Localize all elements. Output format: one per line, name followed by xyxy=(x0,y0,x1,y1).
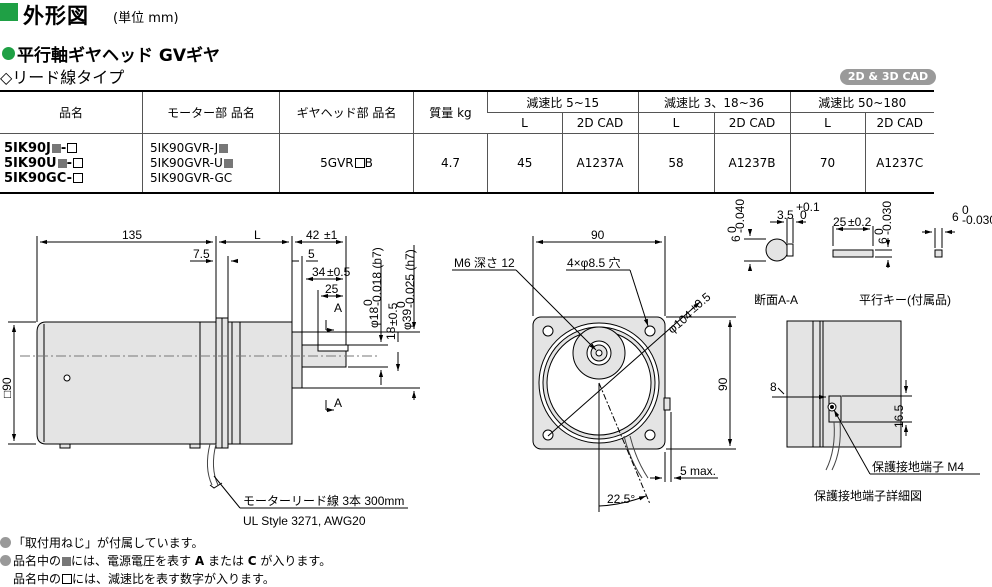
dim-3-5: 3.5 xyxy=(777,208,794,222)
dim-key-25: 25 xyxy=(833,215,847,229)
th-gear: ギヤヘッド部 品名 xyxy=(279,90,414,134)
dim-90-right: 90 xyxy=(716,377,730,391)
table-subheader-row: L 2D CAD L 2D CAD L 2D CAD xyxy=(0,112,934,134)
dim-135: 135 xyxy=(122,228,142,242)
gearhead xyxy=(227,321,293,445)
svg-text:±0.5: ±0.5 xyxy=(327,265,351,279)
svg-text:0: 0 xyxy=(872,228,886,235)
holes-label: 4×φ8.5 穴 xyxy=(567,255,620,270)
table-row: 5IK90J- 5IK90U- 5IK90GC- 5IK90GVR-J 5IK9… xyxy=(0,133,934,194)
svg-text:0: 0 xyxy=(394,301,408,308)
dim-term-16-5: 16.5 xyxy=(892,404,906,428)
th-cad2: 2D CAD xyxy=(713,112,790,134)
spec-table: 品名 モーター部 品名 ギヤヘッド部 品名 質量 kg 減速比 5~15 減速比… xyxy=(0,90,934,194)
dim-90-top: 90 xyxy=(591,228,605,242)
th-motor: モーター部 品名 xyxy=(142,90,280,134)
dim-phi104: φ104 xyxy=(665,307,696,336)
note-1: 「取付用ねじ」が付属しています。 xyxy=(0,534,203,551)
type-label: ◇リード線タイプ xyxy=(0,68,125,87)
dim-7-5: 7.5 xyxy=(193,247,210,261)
table-header-row: 品名 モーター部 品名 ギヤヘッド部 品名 質量 kg 減速比 5~15 減速比… xyxy=(0,90,934,134)
product-cell: 5IK90J- 5IK90U- 5IK90GC- xyxy=(0,133,143,194)
page-title: 外形図 xyxy=(23,4,89,28)
th-l2: L xyxy=(637,112,714,134)
dim-25: 25 xyxy=(325,282,339,296)
svg-text:0: 0 xyxy=(361,299,375,306)
dim-phi39: φ39 xyxy=(400,309,414,330)
dim-sq90: □90 xyxy=(0,377,14,398)
th-ratio3: 減速比 50~180 xyxy=(789,90,934,113)
cad1-link[interactable]: A1237A xyxy=(561,133,638,194)
th-product: 品名 xyxy=(0,90,143,134)
angle-label: 22.5° xyxy=(607,492,635,506)
svg-text:-0.018 (h7): -0.018 (h7) xyxy=(370,247,384,306)
svg-text:±0.2: ±0.2 xyxy=(848,215,872,229)
parallel-key xyxy=(832,249,874,258)
svg-text:±0.5: ±0.5 xyxy=(687,290,714,316)
svg-text:±0.5: ±0.5 xyxy=(386,302,400,326)
dim-phi18: φ18 xyxy=(367,307,381,328)
subtitle: 平行軸ギヤヘッド GVギヤ xyxy=(17,46,221,66)
th-cad1: 2D CAD xyxy=(561,112,638,134)
svg-text:-0.040: -0.040 xyxy=(733,199,747,233)
svg-text:0: 0 xyxy=(725,226,739,233)
svg-text:+0.1: +0.1 xyxy=(796,200,820,214)
note-3: 品名中のには、減速比を表す数字が入ります。 xyxy=(13,572,275,586)
th-ratio1: 減速比 5~15 xyxy=(487,90,638,113)
section-label: 断面A-A xyxy=(754,292,798,307)
m6-label: M6 深さ 12 xyxy=(454,256,515,270)
l2-cell: 58 xyxy=(637,133,714,194)
section-a-top: A xyxy=(334,301,342,315)
dim-l: L xyxy=(254,228,261,242)
title-square-icon xyxy=(0,3,18,21)
section-a-bottom: A xyxy=(334,396,342,410)
th-mass: 質量 kg xyxy=(413,90,488,134)
dim-key-6: 6 xyxy=(876,237,890,244)
l1-cell: 45 xyxy=(487,133,562,194)
l3-cell: 70 xyxy=(789,133,865,194)
bullet-icon xyxy=(0,555,11,566)
dim-5max: 5 max. xyxy=(680,464,716,478)
note-2: 品名中のには、電源電圧を表す A または C が入ります。 xyxy=(0,552,331,569)
dim-34: 34 xyxy=(312,265,326,279)
section-aa xyxy=(765,238,789,262)
mass-cell: 4.7 xyxy=(413,133,488,194)
svg-text:-0.025 (h7): -0.025 (h7) xyxy=(403,249,417,308)
page-unit: (単位 mm) xyxy=(113,11,179,26)
th-l3: L xyxy=(789,112,865,134)
motor-cell: 5IK90GVR-J 5IK90GVR-U 5IK90GVR-GC xyxy=(142,133,280,194)
cad-badge[interactable]: 2D & 3D CAD xyxy=(840,69,936,85)
terminal-m4-label: 保護接地端子 M4 xyxy=(872,459,964,474)
dim-42: 42 xyxy=(306,228,320,242)
terminal-detail xyxy=(786,320,814,448)
key-label: 平行キー(付属品) xyxy=(859,293,951,307)
dim-key-6b: 6 xyxy=(952,210,959,224)
th-cad3: 2D CAD xyxy=(864,112,934,134)
motor-body xyxy=(36,321,217,445)
dim-term-8: 8 xyxy=(770,380,777,394)
th-ratio2: 減速比 3、18~36 xyxy=(637,90,790,113)
dim-sec-6: 6 xyxy=(729,235,743,242)
lead-note-1: モーターリード線 3本 300mm xyxy=(243,493,404,508)
cad2-link[interactable]: A1237B xyxy=(713,133,790,194)
dim-18: 18 xyxy=(384,326,398,340)
lead-note-2: UL Style 3271, AWG20 xyxy=(243,514,366,528)
dim-5: 5 xyxy=(308,247,315,261)
th-l1: L xyxy=(487,112,562,134)
terminal-detail-label: 保護接地端子詳細図 xyxy=(814,488,922,503)
subtitle-dot-icon xyxy=(2,47,15,60)
cad3-link[interactable]: A1237C xyxy=(864,133,934,194)
svg-text:-0.030: -0.030 xyxy=(962,213,992,227)
svg-text:-0.030: -0.030 xyxy=(880,201,894,235)
bullet-icon xyxy=(0,537,11,548)
svg-text:±1: ±1 xyxy=(324,228,338,242)
svg-text:0: 0 xyxy=(962,203,969,217)
svg-text:0: 0 xyxy=(800,208,807,222)
